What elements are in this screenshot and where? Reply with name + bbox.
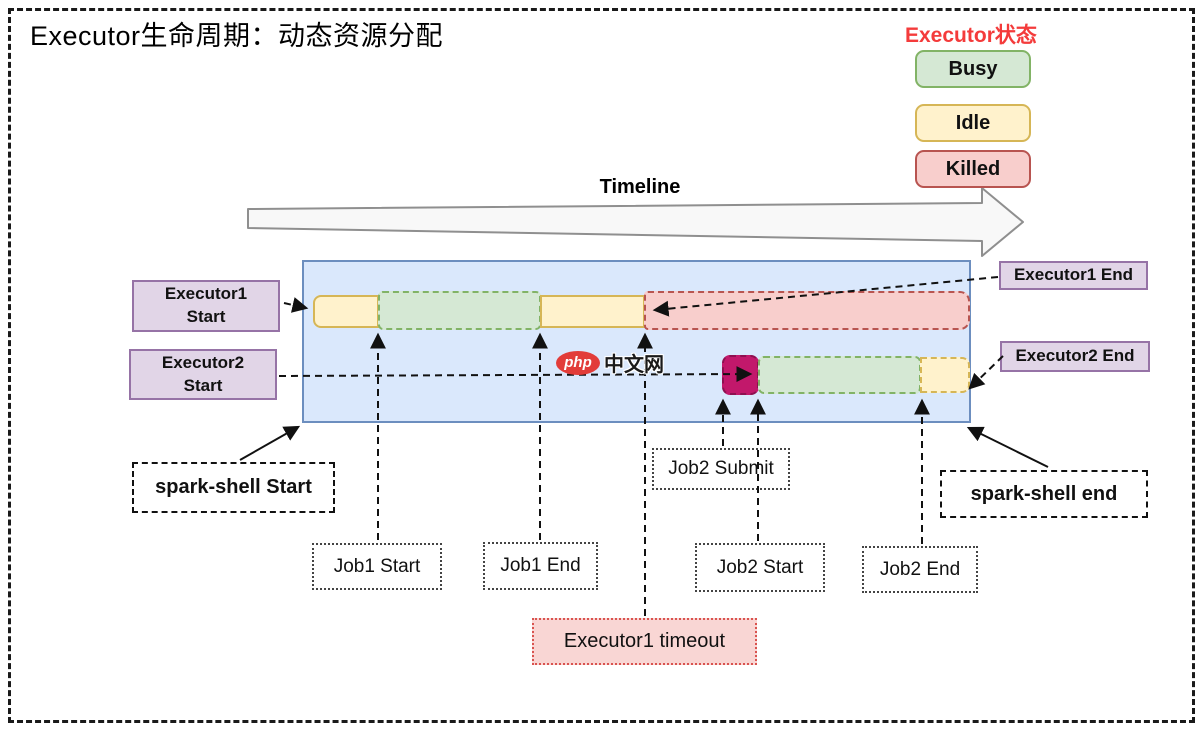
job1-end-label: Job1 End	[483, 542, 598, 590]
executor2-busy-segment	[758, 356, 921, 394]
spark-shell-end-arrow	[966, 426, 1049, 468]
executor1-timeout-label: Executor1 timeout	[532, 618, 757, 665]
watermark: php 中文网	[556, 348, 664, 377]
job2-submit-label: Job2 Submit	[652, 448, 790, 490]
page-title: Executor生命周期：动态资源分配	[30, 21, 444, 51]
watermark-site-text: 中文网	[604, 354, 664, 376]
timeline-label: Timeline	[599, 176, 681, 198]
executor1-killed-segment	[644, 291, 970, 330]
job2-start-label: Job2 Start	[695, 543, 825, 592]
job2-end-label: Job2 End	[862, 546, 978, 593]
executor1-start-label: Executor1 Start	[132, 280, 280, 332]
executor-timeline-container	[302, 260, 971, 423]
executor1-idle-segment-2	[540, 295, 645, 328]
php-logo-icon: php	[556, 350, 600, 375]
legend-item-busy: Busy	[915, 50, 1031, 88]
executor2-killed-block	[722, 355, 759, 395]
executor2-end-connector	[968, 355, 1004, 390]
executor1-idle-segment-1	[313, 295, 379, 328]
legend-killed-label: Killed	[945, 157, 1001, 180]
legend-title: Executor状态	[905, 24, 1037, 47]
executor1-end-label: Executor1 End	[999, 261, 1148, 290]
spark-shell-end-label: spark-shell end	[940, 470, 1148, 518]
spark-shell-start-arrow	[239, 425, 301, 461]
job1-start-label: Job1 Start	[312, 543, 442, 590]
legend-item-killed: Killed	[915, 150, 1031, 188]
executor2-start-label: Executor2 Start	[129, 349, 277, 400]
legend-item-idle: Idle	[915, 104, 1031, 142]
spark-shell-start-label: spark-shell Start	[132, 462, 335, 513]
legend-busy-label: Busy	[948, 57, 998, 80]
executor2-idle-segment	[920, 357, 970, 393]
executor1-busy-segment	[378, 291, 541, 330]
legend-idle-label: Idle	[955, 111, 991, 134]
executor2-end-label: Executor2 End	[1000, 341, 1150, 372]
